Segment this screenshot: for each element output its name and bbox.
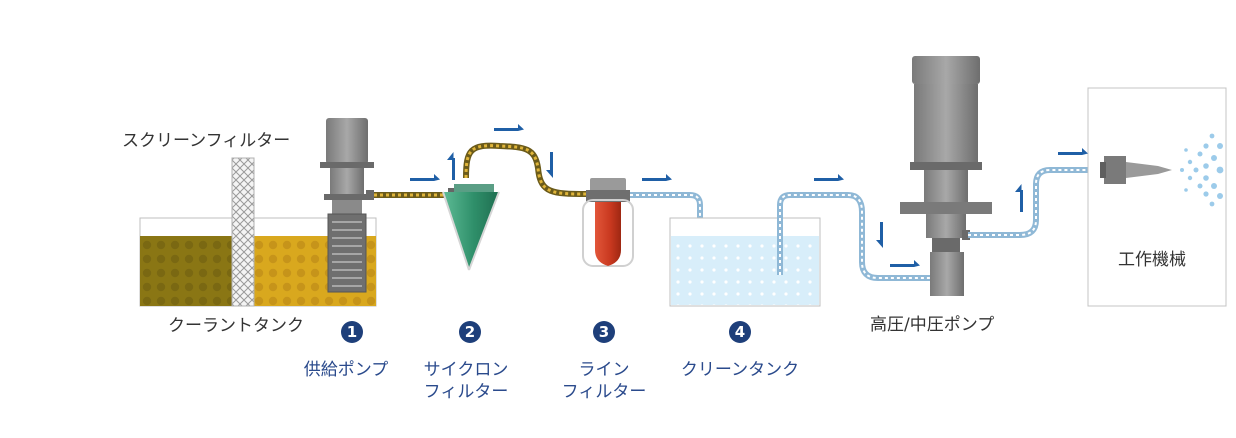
step-label-line1: 供給ポンプ — [304, 360, 389, 380]
step-number: 1 — [347, 323, 357, 341]
arrow-right-icon — [814, 174, 844, 181]
arrow-up-icon — [1015, 184, 1023, 212]
step-label-line2: フィルター — [562, 382, 647, 402]
step-4: 4 クリーンタンク — [681, 321, 799, 380]
step-number: 2 — [465, 323, 475, 341]
machine-tool — [1087, 87, 1227, 307]
step-number-badge — [593, 321, 615, 343]
screen-filter — [231, 157, 255, 307]
spray-droplets — [1180, 133, 1224, 207]
line-filter — [582, 178, 634, 267]
coolant-tank-label: クーラントタンク — [168, 316, 304, 336]
arrow-up-icon — [447, 152, 455, 180]
arrow-right-icon — [642, 174, 672, 181]
step-3: 3 ライン フィルター — [562, 321, 647, 402]
flow-arrows — [410, 124, 1088, 267]
clean-pipe-3 — [968, 167, 1104, 238]
clean-tank — [669, 217, 821, 307]
arrow-right-icon — [1058, 148, 1088, 155]
step-number: 4 — [735, 323, 745, 341]
clean-pipe-1 — [630, 192, 703, 275]
step-label-line2: フィルター — [424, 382, 509, 402]
high-pump-label: 高圧/中圧ポンプ — [870, 315, 994, 335]
arrow-right-icon — [890, 260, 920, 267]
cyclone-filter — [442, 184, 500, 271]
high-pressure-pump — [900, 56, 992, 296]
step-label-line1: ライン — [579, 360, 630, 380]
step-number: 3 — [599, 323, 609, 341]
step-number-badge — [459, 321, 481, 343]
arrow-right-icon — [494, 124, 524, 131]
step-number-badge — [341, 321, 363, 343]
step-1: 1 供給ポンプ — [304, 321, 389, 380]
step-2: 2 サイクロン フィルター — [424, 321, 509, 402]
clean-pipe-2 — [777, 192, 932, 281]
supply-pump — [320, 118, 374, 293]
step-label-line1: サイクロン — [424, 360, 509, 380]
arrow-down-icon — [546, 152, 553, 178]
screen-filter-label: スクリーンフィルター — [122, 131, 290, 151]
step-number-badge — [729, 321, 751, 343]
step-label-line1: クリーンタンク — [681, 360, 799, 380]
arrow-down-icon — [876, 222, 883, 248]
machine-tool-label: 工作機械 — [1118, 250, 1186, 270]
arrow-right-icon — [410, 174, 440, 181]
dirty-pipe — [374, 142, 594, 198]
